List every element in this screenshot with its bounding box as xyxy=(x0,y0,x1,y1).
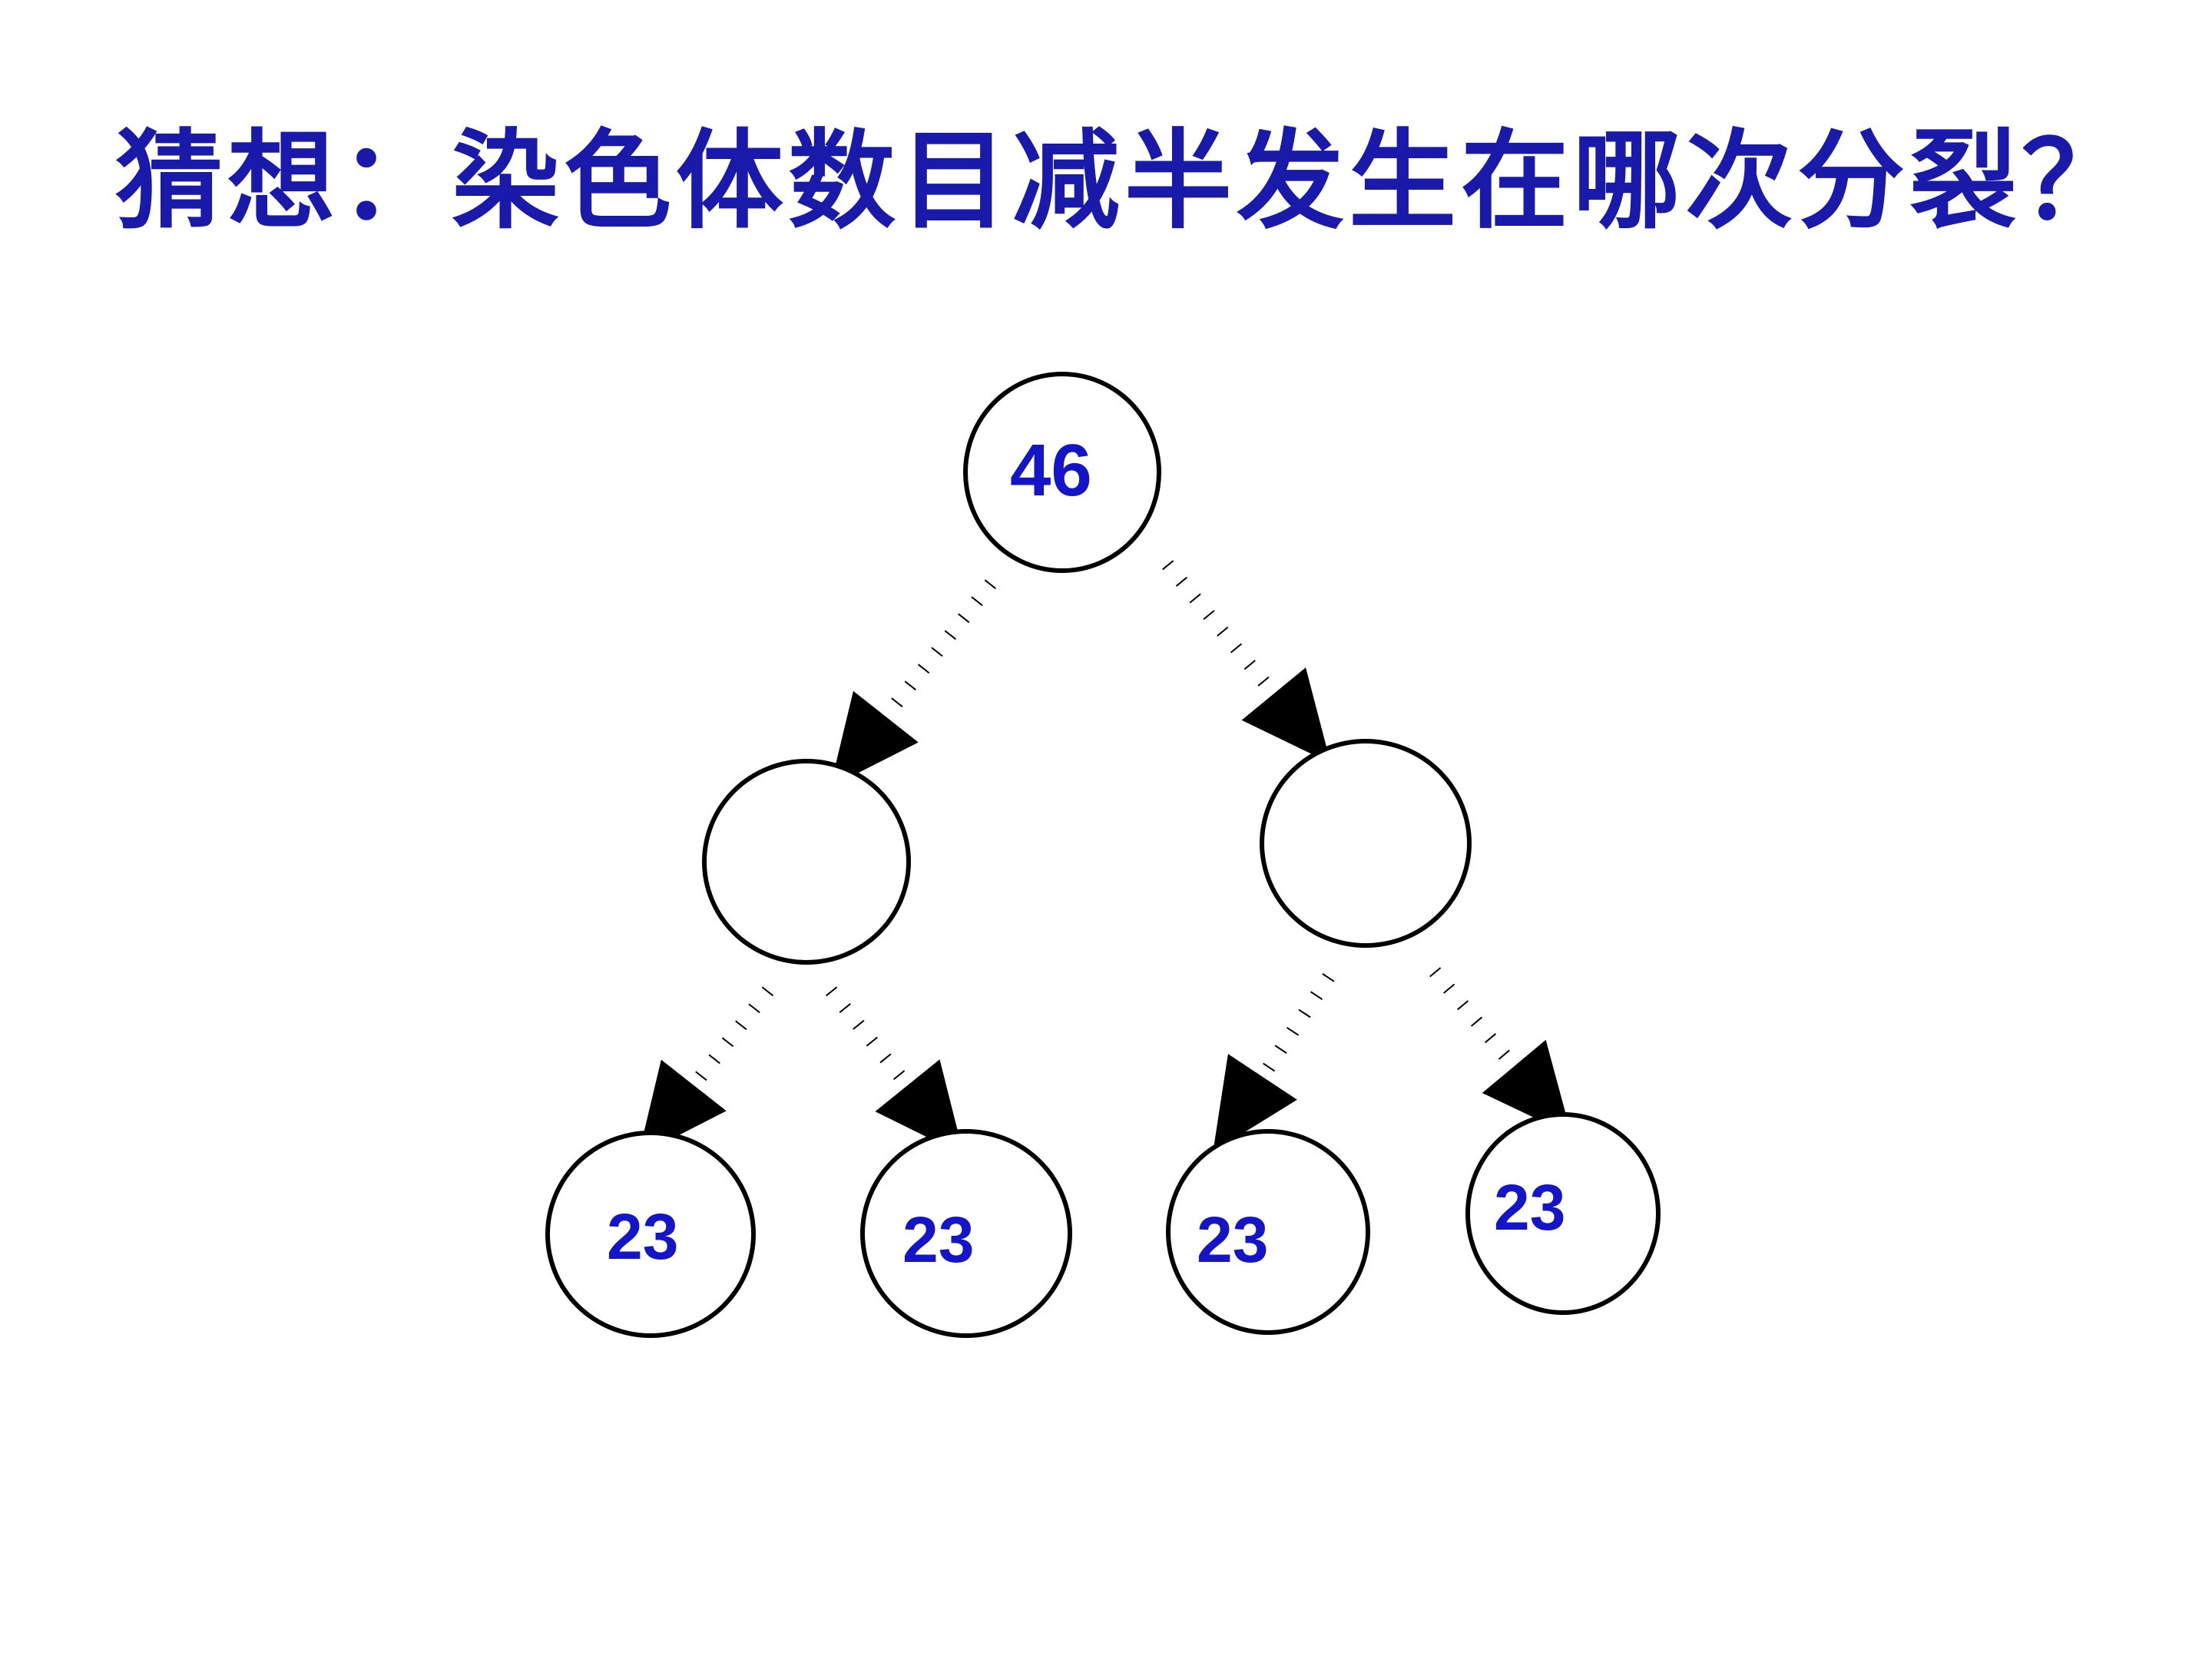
page-title: 猜想：染色体数目减半发生在哪次分裂？ xyxy=(115,120,2134,241)
arrow-mid-left-to-bot-1 xyxy=(638,986,774,1157)
cell-second-division-4 xyxy=(1465,1112,1661,1315)
cell-parent xyxy=(963,372,1161,573)
cell-second-division-3 xyxy=(1166,1129,1370,1335)
cell-second-division-4-label: 23 xyxy=(1494,1171,1566,1243)
cell-first-division-right xyxy=(1260,739,1472,948)
cell-second-division-2 xyxy=(860,1129,1072,1338)
cell-second-division-1 xyxy=(545,1131,756,1338)
arrow-mid-left-to-bot-2 xyxy=(825,986,964,1156)
arrow-top-to-mid-right xyxy=(1162,560,1331,763)
arrow-mid-right-to-bot-3 xyxy=(1213,973,1335,1152)
arrow-top-to-mid-left xyxy=(830,579,997,787)
cell-parent-label: 46 xyxy=(1010,429,1092,512)
cell-second-division-3-label: 23 xyxy=(1197,1204,1269,1276)
arrow-mid-right-to-bot-4 xyxy=(1429,967,1572,1136)
cell-second-division-2-label: 23 xyxy=(902,1204,975,1276)
cell-first-division-left xyxy=(702,759,911,965)
cell-second-division-1-label: 23 xyxy=(607,1200,679,1273)
